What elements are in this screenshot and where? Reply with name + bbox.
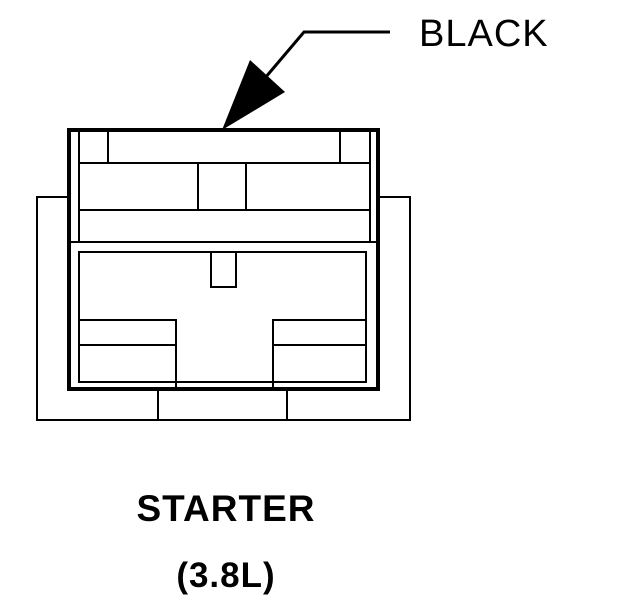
shell-outline (36, 196, 411, 421)
lower-cavity-section (78, 251, 367, 389)
component-spec: (3.8L) (176, 556, 276, 595)
callout-label-black: BLACK (419, 13, 549, 55)
lower-terminal-right (272, 319, 366, 389)
connector-housing (67, 128, 380, 391)
lower-cavity-outline (78, 251, 367, 383)
lower-terminal-left (79, 319, 177, 389)
callout-leader-line (263, 30, 390, 79)
upper-cavity-left-box (79, 162, 199, 211)
callout-arrowhead (222, 60, 285, 130)
locking-tab (210, 251, 237, 288)
upper-cavity-section (69, 130, 378, 243)
upper-cavity-left (79, 130, 109, 164)
upper-cavity-right-box (245, 162, 370, 211)
component-title: STARTER (136, 488, 316, 529)
connector-shell (36, 196, 411, 421)
